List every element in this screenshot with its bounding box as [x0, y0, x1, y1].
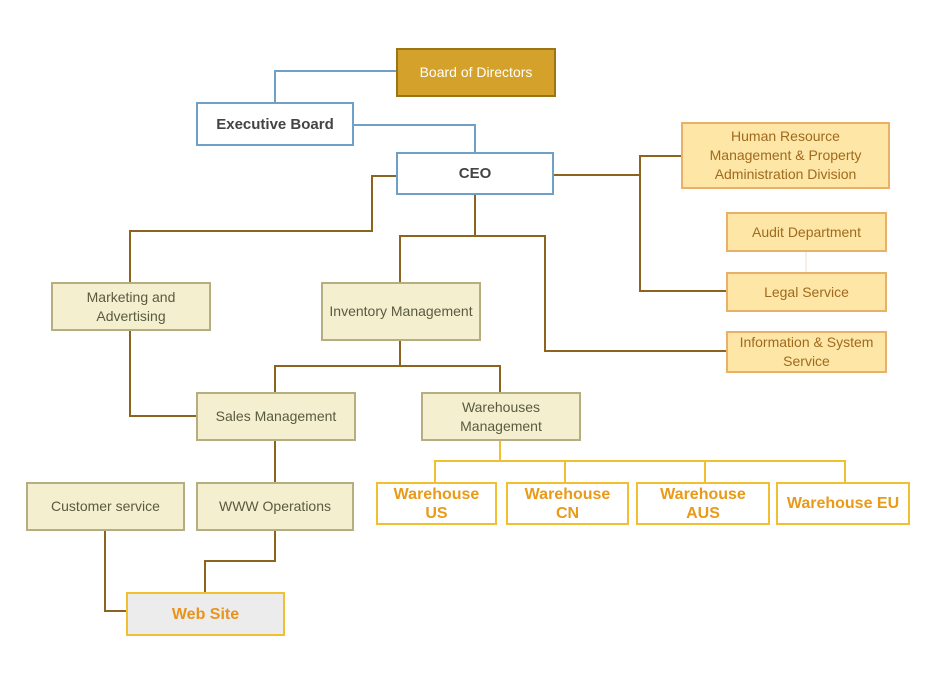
connector-ceo-info	[475, 235, 726, 352]
node-warehouse-cn[interactable]: Warehouse CN	[506, 482, 629, 525]
connector-warehouses-eu	[705, 460, 846, 482]
connector-executive-ceo	[353, 124, 476, 153]
connector-executive-board	[274, 70, 396, 102]
node-warehouse-us[interactable]: Warehouse US	[376, 482, 497, 525]
connector-marketing-sales	[129, 330, 196, 417]
connector-warehouses-aus	[565, 460, 706, 482]
node-inventory-management[interactable]: Inventory Management	[321, 282, 481, 341]
node-warehouses-management[interactable]: Warehouses Management	[421, 392, 581, 441]
node-marketing-advertising[interactable]: Marketing and Advertising	[51, 282, 211, 331]
connector-warehouses-us	[434, 460, 500, 482]
connector-inventory-warehouses	[400, 365, 501, 392]
node-warehouse-aus[interactable]: Warehouse AUS	[636, 482, 770, 525]
node-ceo[interactable]: CEO	[396, 152, 554, 195]
connector-www-website	[204, 530, 276, 592]
connector-inventory-sales	[274, 340, 401, 392]
node-board-of-directors[interactable]: Board of Directors	[396, 48, 556, 97]
connector-ceo-hr	[553, 155, 681, 176]
connector-customer-website	[104, 530, 126, 612]
node-information-system-service[interactable]: Information & System Service	[726, 331, 887, 373]
node-www-operations[interactable]: WWW Operations	[196, 482, 354, 531]
connector-ceo-legal	[639, 175, 726, 292]
node-executive-board[interactable]: Executive Board	[196, 102, 354, 146]
connector-warehouses-cn	[500, 460, 566, 482]
node-audit-department[interactable]: Audit Department	[726, 212, 887, 252]
connector-ceo-marketing	[129, 175, 396, 282]
node-sales-management[interactable]: Sales Management	[196, 392, 356, 441]
node-legal-service[interactable]: Legal Service	[726, 272, 887, 312]
node-web-site[interactable]: Web Site	[126, 592, 285, 636]
connector-ceo-inventory	[399, 194, 476, 282]
node-hr-division[interactable]: Human Resource Management & Property Adm…	[681, 122, 890, 189]
node-warehouse-eu[interactable]: Warehouse EU	[776, 482, 910, 525]
node-customer-service[interactable]: Customer service	[26, 482, 185, 531]
